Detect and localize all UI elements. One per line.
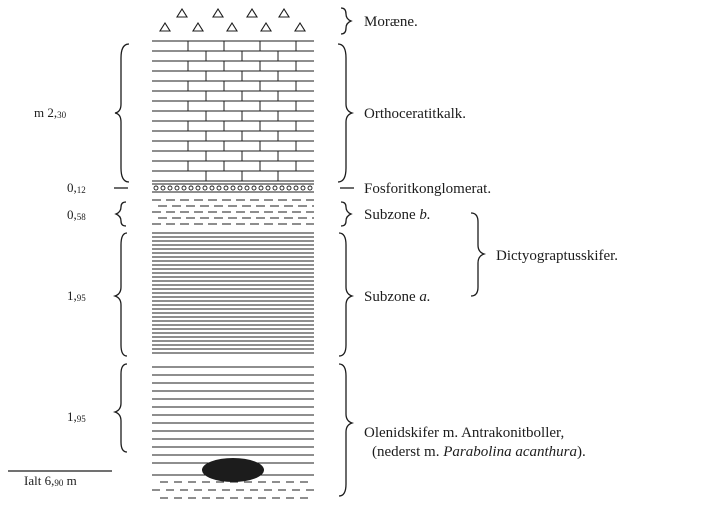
- conglomerate-pebble: [238, 186, 242, 190]
- subzone-a-line-pattern: [152, 233, 314, 353]
- moraine-triangle: [295, 23, 305, 31]
- antrakonit-nodule: [202, 458, 264, 482]
- moraine-triangle: [213, 9, 223, 17]
- left-brace-subzone-b: [116, 202, 126, 226]
- conglomerate-pebble: [266, 186, 270, 190]
- conglomerate-pebble: [175, 186, 179, 190]
- moraine-triangle: [261, 23, 271, 31]
- right-brace-orthoceratitkalk: [338, 44, 352, 182]
- conglomerate-pebble: [294, 186, 298, 190]
- brace-dictyograptusskifer: [471, 213, 484, 296]
- conglomerate-pebble: [308, 186, 312, 190]
- conglomerate-pebble: [259, 186, 263, 190]
- base-dash-pattern: [152, 482, 314, 498]
- conglomerate-pebble: [217, 186, 221, 190]
- label-moraene: Moræne.: [364, 14, 418, 30]
- conglomerate-pebble: [168, 186, 172, 190]
- right-brace-olenidskifer: [339, 364, 352, 496]
- conglomerate-pebble: [210, 186, 214, 190]
- left-brace-orthoceratitkalk: [115, 44, 129, 182]
- conglomerate-pebble: [245, 186, 249, 190]
- thickness-olenidskifer: 1,95: [67, 409, 86, 424]
- right-brace-moraene: [341, 8, 351, 34]
- conglomerate-pebble: [301, 186, 305, 190]
- moraine-triangle: [227, 23, 237, 31]
- conglomerate-pebble: [189, 186, 193, 190]
- right-brace-subzone-a: [339, 233, 352, 356]
- conglomerate-pebble: [182, 186, 186, 190]
- label-orthoceratitkalk: Orthoceratitkalk.: [364, 106, 466, 122]
- conglomerate-pebble: [231, 186, 235, 190]
- moraine-triangle: [160, 23, 170, 31]
- conglomerate-pebble: [287, 186, 291, 190]
- label-fosforitkonglomerat: Fosforitkonglomerat.: [364, 181, 491, 197]
- moraine-triangles: [160, 9, 305, 31]
- conglomerate-pebble: [196, 186, 200, 190]
- left-brace-olenidskifer: [115, 364, 127, 452]
- right-brace-subzone-b: [341, 202, 351, 226]
- subzone-b-dash-pattern: [152, 200, 314, 224]
- label-subzone-a: Subzone a.: [364, 289, 431, 305]
- total-thickness: Ialt 6,90 m: [24, 473, 77, 488]
- label-subzone-b: Subzone b.: [364, 207, 431, 223]
- moraine-triangle: [247, 9, 257, 17]
- conglomerate-pebble: [203, 186, 207, 190]
- thickness-subzone-a: 1,95: [67, 288, 86, 303]
- label-olenidskifer-line1: Olenidskifer m. Antrakonitboller,: [364, 425, 564, 441]
- conglomerate-pebble: [280, 186, 284, 190]
- conglomerate-pebble: [161, 186, 165, 190]
- label-dictyograptusskifer: Dictyograptusskifer.: [496, 248, 618, 264]
- thickness-fosforitkonglomerat: 0,12: [67, 180, 86, 195]
- thickness-orthoceratitkalk: m 2,30: [34, 105, 67, 120]
- conglomerate-pebble: [154, 186, 158, 190]
- label-olenidskifer-line2: (nederst m. Parabolina acanthura).: [372, 444, 586, 460]
- moraine-triangle: [193, 23, 203, 31]
- moraine-triangle: [279, 9, 289, 17]
- thickness-subzone-b: 0,58: [67, 207, 86, 222]
- conglomerate-pebble: [252, 186, 256, 190]
- fosforitkonglomerat-pattern: [152, 184, 314, 192]
- conglomerate-pebble: [273, 186, 277, 190]
- orthoceratitkalk-brick-pattern: [152, 41, 314, 181]
- left-brace-subzone-a: [115, 233, 127, 356]
- conglomerate-pebble: [224, 186, 228, 190]
- moraine-triangle: [177, 9, 187, 17]
